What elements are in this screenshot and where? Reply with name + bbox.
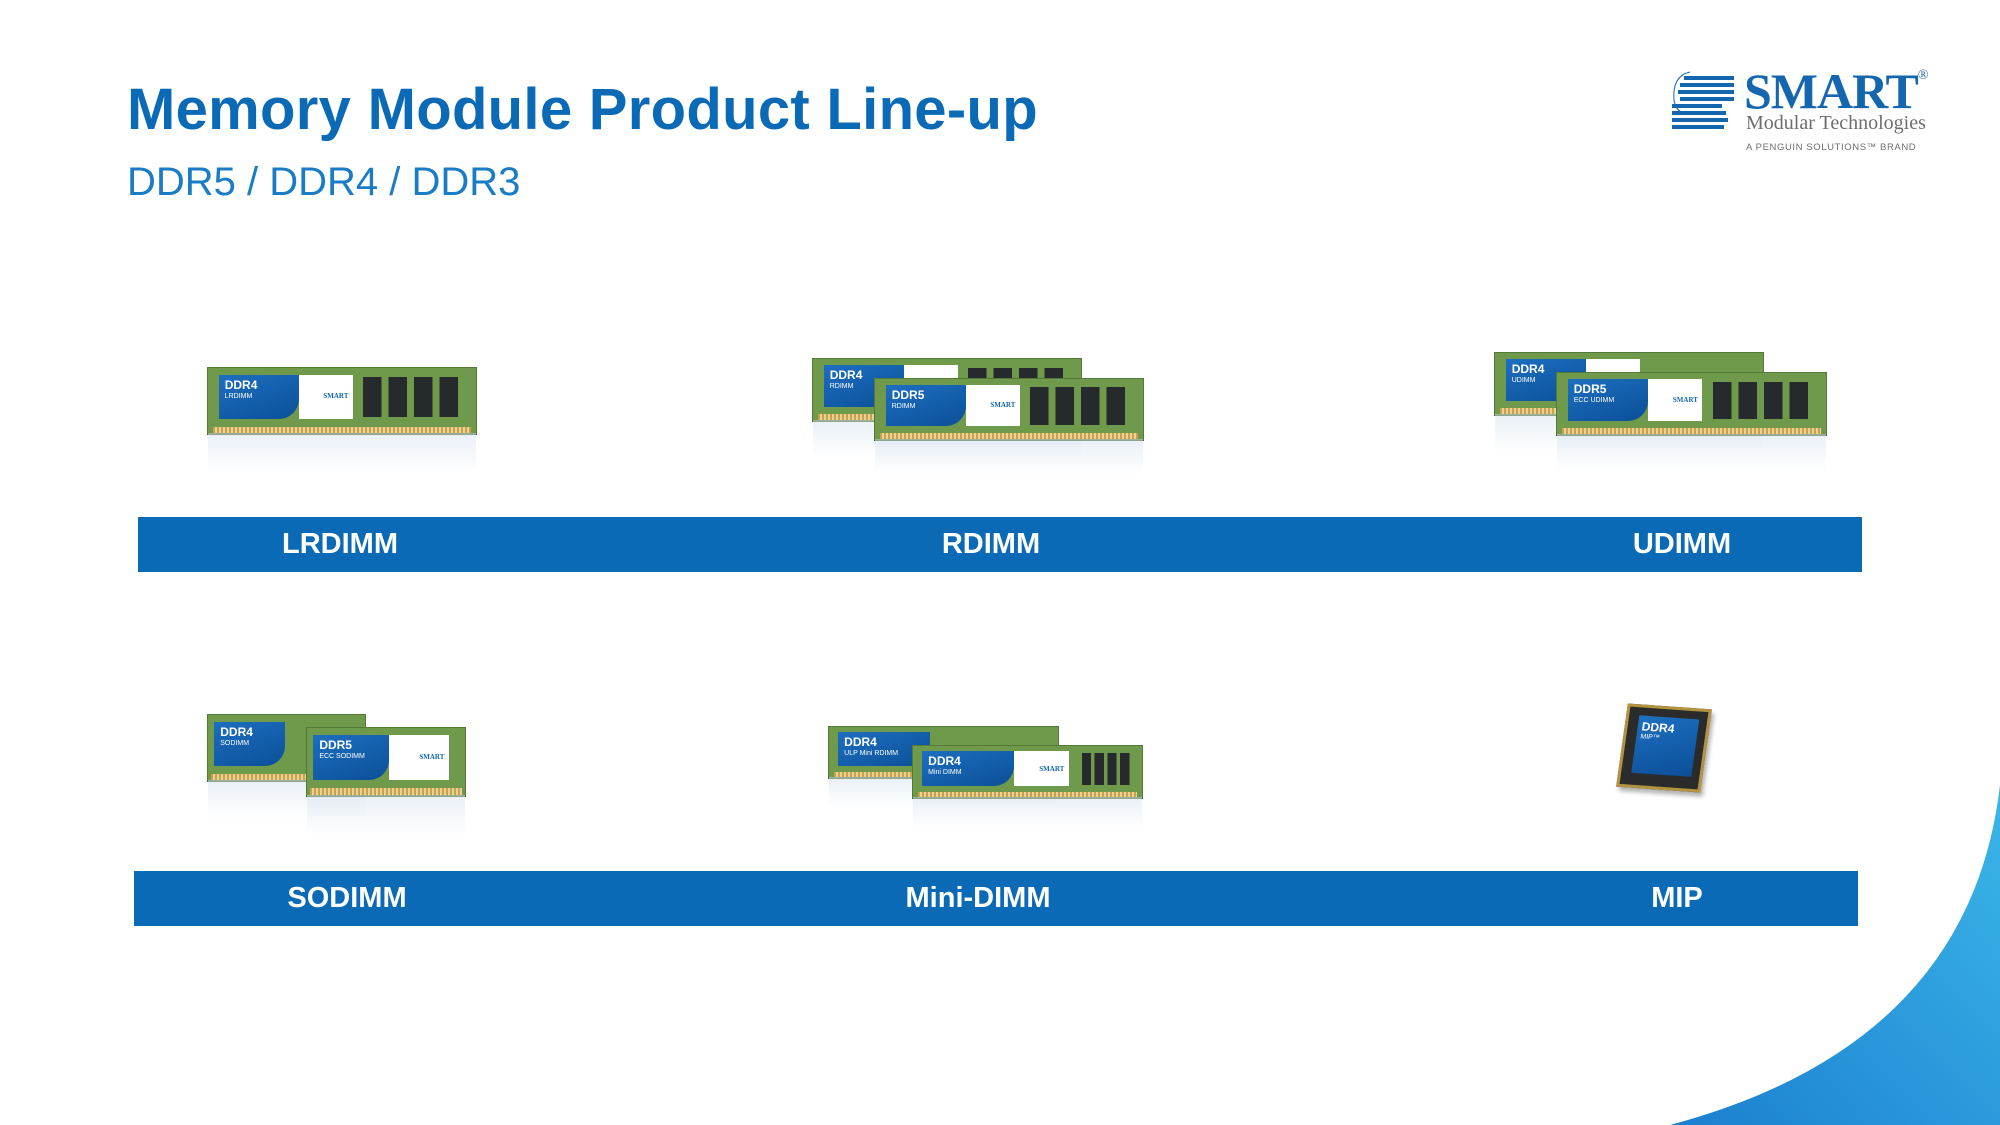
category-bar-row-2: SODIMM Mini-DIMM MIP [134, 871, 1858, 926]
smart-logo: SMART® Modular Technologies A PENGUIN SO… [1668, 63, 1928, 158]
logo-tagline: Modular Technologies [1746, 112, 1926, 134]
category-udimm[interactable]: UDIMM [1632, 528, 1732, 560]
smart-s-icon [1672, 71, 1734, 129]
page-subtitle: DDR5 / DDR4 / DDR3 [127, 160, 521, 204]
page-title: Memory Module Product Line-up [127, 77, 1038, 142]
decorative-swoosh [1670, 785, 2000, 1125]
logo-brand: SMART® [1744, 63, 1928, 119]
category-bar-row-1: LRDIMM RDIMM UDIMM [138, 517, 1862, 572]
category-rdimm[interactable]: RDIMM [941, 528, 1041, 560]
category-mip[interactable]: MIP [1651, 882, 1703, 914]
category-lrdimm[interactable]: LRDIMM [282, 528, 398, 560]
category-sodimm[interactable]: SODIMM [287, 882, 407, 914]
logo-parent-brand: A PENGUIN SOLUTIONS™ BRAND [1746, 142, 1917, 153]
category-mini-dimm[interactable]: Mini-DIMM [905, 882, 1051, 914]
